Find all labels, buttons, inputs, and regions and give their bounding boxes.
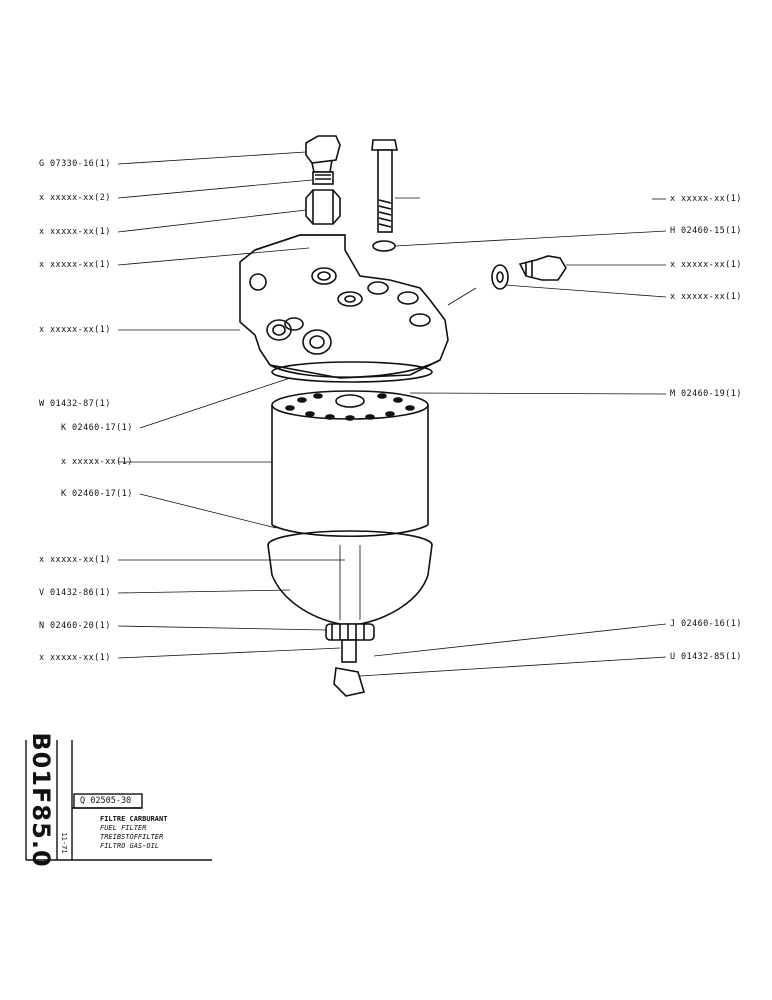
filter-head xyxy=(239,234,449,379)
revision-date: 11-71 xyxy=(57,828,71,858)
bolt-washer xyxy=(312,171,334,185)
cartridge-body xyxy=(271,405,429,525)
callout-xxxxx-1f: x xxxxx-xx(1) xyxy=(39,653,111,663)
seal-washer-2 xyxy=(372,240,396,252)
callout-xxxxx-1b: x xxxxx-xx(1) xyxy=(39,260,111,270)
callout-J02460: J 02460-16(1) xyxy=(670,619,742,629)
revision-date-text: 11-71 xyxy=(60,832,68,854)
callout-K02460-b: K 02460-17(1) xyxy=(61,489,133,499)
reference-number: Q 02505-30 xyxy=(80,796,132,806)
description-de: TREIBSTOFFILTER xyxy=(100,833,164,841)
long-bolt xyxy=(371,139,398,151)
callout-right-xxxxx-1a: x xxxxx-xx(1) xyxy=(670,194,742,204)
description-it: FILTRO GAS-OIL xyxy=(100,842,160,850)
callout-W01432: W 01432-87(1) xyxy=(39,399,111,409)
description-en: FUEL FILTER xyxy=(100,824,147,832)
callout-xxxxx-2: x xxxxx-xx(2) xyxy=(39,193,111,203)
callout-xxxxx-1c: x xxxxx-xx(1) xyxy=(39,325,111,335)
description-fr: FILTRE CARBURANT xyxy=(100,815,168,823)
drain-knob xyxy=(325,623,375,641)
callout-xxxxx-1d: x xxxxx-xx(1) xyxy=(61,457,133,467)
drain-plug xyxy=(518,255,567,281)
callout-V01432: V 01432-86(1) xyxy=(39,588,111,598)
callout-G07330: G 07330-16(1) xyxy=(39,159,111,169)
callout-K02460-a: K 02460-17(1) xyxy=(61,423,133,433)
callout-right-xxxxx-1c: x xxxxx-xx(1) xyxy=(670,292,742,302)
seal-washer-3 xyxy=(491,264,509,290)
callout-xxxxx-1a: x xxxxx-xx(1) xyxy=(39,227,111,237)
union-nut xyxy=(305,189,341,225)
callout-M02460: M 02460-19(1) xyxy=(670,389,742,399)
callout-H02460: H 02460-15(1) xyxy=(670,226,742,236)
callout-U01432: U 01432-85(1) xyxy=(670,652,742,662)
sheet-code-text: B01F85.0 xyxy=(27,732,55,868)
callout-N02460: N 02460-20(1) xyxy=(39,621,111,631)
sheet-code: B01F85.0 xyxy=(26,732,56,867)
cartridge-holes xyxy=(285,393,415,421)
callout-right-xxxxx-1b: x xxxxx-xx(1) xyxy=(670,260,742,270)
drain-screw xyxy=(341,639,357,663)
hex-bolt xyxy=(305,135,341,164)
drain-tap-handle xyxy=(333,667,366,697)
sediment-bowl xyxy=(267,544,433,625)
callout-xxxxx-1e: x xxxxx-xx(1) xyxy=(39,555,111,565)
